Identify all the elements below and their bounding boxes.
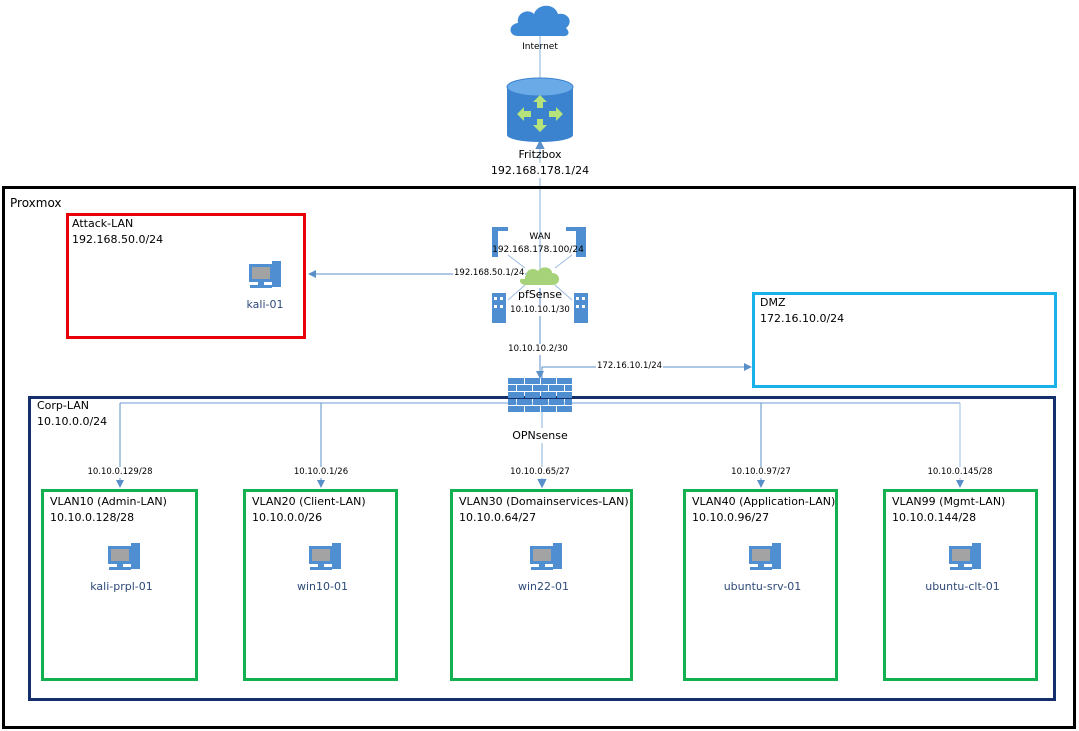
vlan-zone <box>683 489 838 681</box>
computer-icon[interactable] <box>308 542 342 572</box>
opnsense-dmz-ip: 172.16.10.1/24 <box>596 361 664 372</box>
computer-icon[interactable] <box>948 542 982 572</box>
corp-lan-title: Corp-LAN <box>37 399 90 412</box>
vlan-zone <box>450 489 633 681</box>
vlan-title: VLAN10 (Admin-LAN) <box>50 495 167 508</box>
vlan-host-label: ubuntu-srv-01 <box>723 580 802 593</box>
pfsense-attack-ip: 192.168.50.1/24 <box>453 268 526 279</box>
vlan-zone <box>883 489 1038 681</box>
dmz-zone <box>752 292 1057 388</box>
computer-icon[interactable] <box>529 542 563 572</box>
pfsense-label: pfSense <box>517 288 563 301</box>
dmz-title: DMZ <box>760 296 786 309</box>
vlan-subnet: 10.10.0.144/28 <box>892 511 977 524</box>
cloud-icon <box>510 5 570 37</box>
pfsense-node[interactable] <box>490 225 590 325</box>
proxmox-label: Proxmox <box>10 196 62 210</box>
vlan-gateway-ip: 10.10.0.97/27 <box>730 467 792 478</box>
fritzbox-label: Fritzbox <box>518 148 562 161</box>
attack-lan-title: Attack-LAN <box>72 217 134 230</box>
pfsense-wan-label: WAN <box>529 232 551 242</box>
vlan-title: VLAN40 (Application-LAN) <box>692 495 836 508</box>
corp-lan-subnet: 10.10.0.0/24 <box>37 415 108 428</box>
vlan-host-label: ubuntu-clt-01 <box>925 580 1000 593</box>
opnsense-transit-ip: 10.10.10.2/30 <box>507 344 569 355</box>
vlan-zone <box>243 489 398 681</box>
attack-host-label: kali-01 <box>246 298 284 311</box>
attack-lan-zone <box>66 213 306 339</box>
proxmox-container <box>2 186 1076 729</box>
pfsense-cloud-icon <box>520 267 560 285</box>
dmz-subnet: 172.16.10.0/24 <box>760 312 845 325</box>
vlan-host-label: win10-01 <box>297 580 348 593</box>
vlan-title: VLAN30 (Domainservices-LAN) <box>459 495 629 508</box>
router-icon[interactable] <box>505 77 575 143</box>
vlan-zone <box>41 489 198 681</box>
vlan-subnet: 10.10.0.128/28 <box>50 511 135 524</box>
vlan-title: VLAN99 (Mgmt-LAN) <box>892 495 1006 508</box>
vlan-subnet: 10.10.0.64/27 <box>459 511 537 524</box>
vlan-subnet: 10.10.0.0/26 <box>252 511 323 524</box>
vlan-gateway-ip: 10.10.0.129/28 <box>86 467 154 478</box>
vlan-gateway-ip: 10.10.0.65/27 <box>509 467 571 478</box>
pfsense-wan-ip: 192.168.178.100/24 <box>492 245 584 255</box>
vlan-gateway-ip: 10.10.0.145/28 <box>926 467 994 478</box>
fritzbox-ip: 192.168.178.1/24 <box>490 163 590 178</box>
internet-label: Internet <box>522 42 558 52</box>
attack-lan-subnet: 192.168.50.0/24 <box>72 233 164 246</box>
vlan-title: VLAN20 (Client-LAN) <box>252 495 366 508</box>
firewall-icon[interactable] <box>508 378 572 428</box>
pfsense-transit-ip: 10.10.10.1/30 <box>509 305 571 316</box>
vlan-host-label: kali-prpl-01 <box>90 580 153 593</box>
computer-icon[interactable] <box>748 542 782 572</box>
link-opnsense-dmz <box>541 363 752 378</box>
computer-icon[interactable] <box>248 260 282 290</box>
vlan-host-label: win22-01 <box>518 580 569 593</box>
vlan-gateway-ip: 10.10.0.1/26 <box>292 467 350 478</box>
opnsense-label: OPNsense <box>512 428 568 443</box>
computer-icon[interactable] <box>107 542 141 572</box>
vlan-subnet: 10.10.0.96/27 <box>692 511 770 524</box>
